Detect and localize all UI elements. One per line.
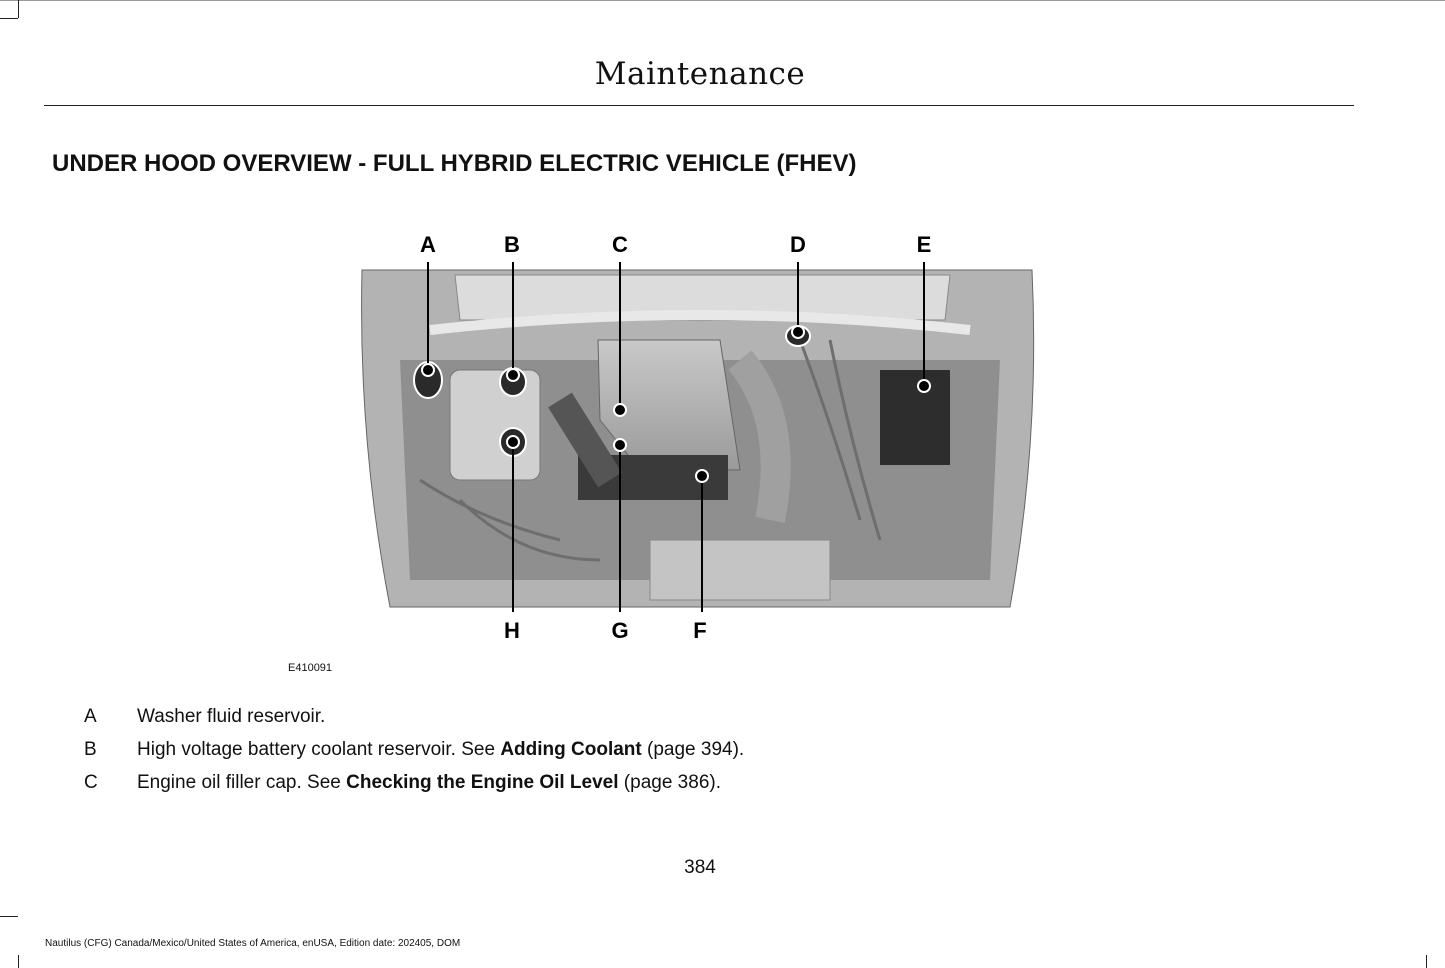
- footer-text: Nautilus (CFG) Canada/Mexico/United Stat…: [45, 938, 461, 949]
- callout-dot-b: [506, 368, 520, 382]
- crop-mark: [0, 18, 18, 19]
- page-number: 384: [684, 857, 716, 878]
- callout-dot-h: [506, 435, 520, 449]
- callout-label-d: D: [790, 232, 806, 257]
- callout-dot-a: [421, 363, 435, 377]
- callout-dot-e: [917, 379, 931, 393]
- link-checking-oil-level[interactable]: Checking the Engine Oil Level: [346, 772, 619, 793]
- callout-label-a: A: [420, 232, 436, 257]
- callout-dot-f: [695, 469, 709, 483]
- crop-mark: [18, 0, 19, 18]
- crop-mark: [1426, 955, 1427, 968]
- page-title: Maintenance: [594, 56, 806, 92]
- engine-bay-illustration: A B C D E H G F: [361, 232, 1035, 643]
- callout-label-g: G: [611, 618, 628, 643]
- callout-label-h: H: [504, 618, 520, 643]
- header-rule: [44, 105, 1354, 106]
- section-heading: UNDER HOOD OVERVIEW - FULL HYBRID ELECTR…: [52, 150, 857, 177]
- link-adding-coolant[interactable]: Adding Coolant: [500, 739, 642, 760]
- callout-dot-c: [613, 403, 627, 417]
- figure-id: E410091: [288, 662, 333, 674]
- callout-dot-d: [791, 325, 805, 339]
- callout-label-b: B: [504, 232, 520, 257]
- page-top-border: [0, 0, 1445, 1]
- crop-mark: [18, 955, 19, 968]
- callout-label-f: F: [693, 618, 706, 643]
- callout-label-c: C: [612, 232, 628, 257]
- crop-mark: [0, 916, 18, 917]
- callout-dot-g: [613, 438, 627, 452]
- callout-label-e: E: [917, 232, 932, 257]
